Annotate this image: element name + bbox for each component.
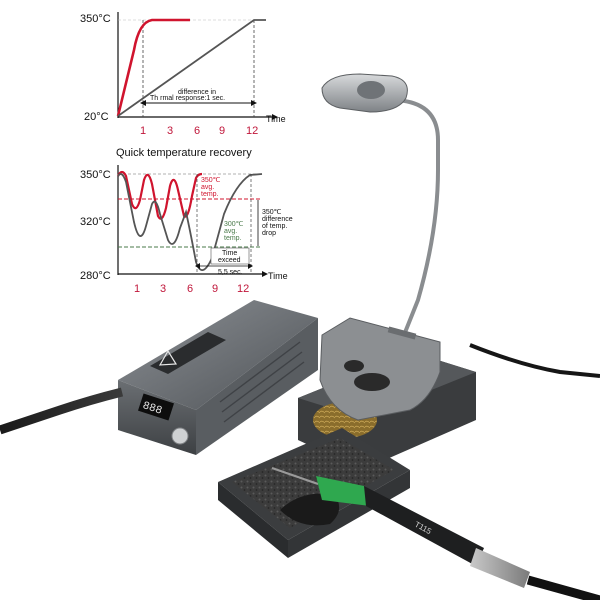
thermal-response-chart: 350°C 20°C difference in Th rmal respons… [80, 12, 286, 137]
iron-strain-relief [470, 548, 530, 588]
drop-label-2: difference [262, 216, 293, 223]
green-avg-label-3: temp. [224, 235, 242, 242]
iron-holder [298, 317, 476, 470]
magnifier-lamp [321, 73, 440, 341]
drop-label-3: of temp. [262, 223, 287, 230]
x-tick-1: 1 [134, 283, 140, 295]
x-tick-9: 9 [212, 283, 218, 295]
red-heatup-curve [116, 18, 190, 117]
difference-arrow-left [140, 100, 146, 106]
y-label-350: 350°C [80, 13, 111, 25]
iron-tip [271, 467, 319, 485]
x-tick-12: 12 [246, 125, 258, 137]
iron-grip [316, 476, 370, 506]
iron-cradle [319, 317, 441, 421]
lamp-socket [357, 81, 385, 99]
temperature-recovery-chart: Quick temperature recovery 350°C 320°C 2… [80, 147, 293, 295]
red-avg-label-1: 350℃ [201, 177, 221, 184]
warning-label [150, 332, 226, 374]
annotation-line-2: Th rmal response:1 sec. [150, 95, 225, 102]
time-exceed-2: exceed [218, 257, 241, 264]
temperature-display [138, 393, 174, 421]
soldering-iron: T115 [271, 467, 600, 600]
x-tick-6: 6 [194, 125, 200, 137]
sponge-cutout [280, 493, 340, 526]
tray-front [218, 482, 288, 558]
y-label-320: 320°C [80, 216, 111, 228]
cradle-opening-2 [344, 360, 364, 372]
x-axis-arrow [262, 271, 268, 277]
temperature-knob[interactable] [171, 427, 189, 445]
y-label-280: 280°C [80, 270, 111, 282]
exceed-arrow-left [195, 263, 200, 269]
drop-label-4: drop [262, 230, 276, 237]
cooling-fins [219, 341, 305, 423]
display-digits: 888 [141, 400, 164, 418]
x-tick-6: 6 [187, 283, 193, 295]
warning-triangle-icon [158, 349, 178, 366]
x-axis-label: Time [266, 114, 286, 124]
green-avg-label-2: avg. [224, 228, 237, 235]
lamp-arm [394, 98, 440, 341]
red-avg-label-3: temp. [201, 191, 219, 198]
station-top [118, 300, 318, 410]
y-label-20: 20°C [84, 111, 109, 123]
drop-label-1: 350℃ [262, 209, 282, 216]
annotation-line-1: difference in [178, 89, 216, 96]
green-avg-label-1: 300℃ [224, 221, 244, 228]
x-tick-9: 9 [219, 125, 225, 137]
gray-heatup-curve [117, 19, 266, 117]
cradle-opening [354, 373, 390, 391]
iron-cable-left [0, 387, 124, 435]
x-tick-12: 12 [237, 283, 249, 295]
x-tick-3: 3 [167, 125, 173, 137]
exceed-value: 5,5 sec. [218, 269, 243, 276]
iron-cable-right [526, 575, 600, 600]
recovery-title: Quick temperature recovery [116, 147, 252, 159]
x-axis-arrow [272, 114, 278, 120]
exceed-arrow-right [248, 263, 253, 269]
y-label-350: 350°C [80, 169, 111, 181]
red-avg-label-2: avg. [201, 184, 214, 191]
iron-handle [364, 486, 484, 566]
difference-arrow-right [251, 100, 257, 106]
x-tick-3: 3 [160, 283, 166, 295]
tray-side [288, 470, 410, 558]
time-exceed-1: Time [222, 250, 237, 257]
soldering-station: 888 [0, 300, 318, 455]
tip-slot [387, 326, 417, 340]
power-cable [469, 343, 600, 378]
time-exceed-box [210, 247, 250, 265]
x-axis-label: Time [268, 271, 288, 281]
x-tick-1: 1 [140, 125, 146, 137]
